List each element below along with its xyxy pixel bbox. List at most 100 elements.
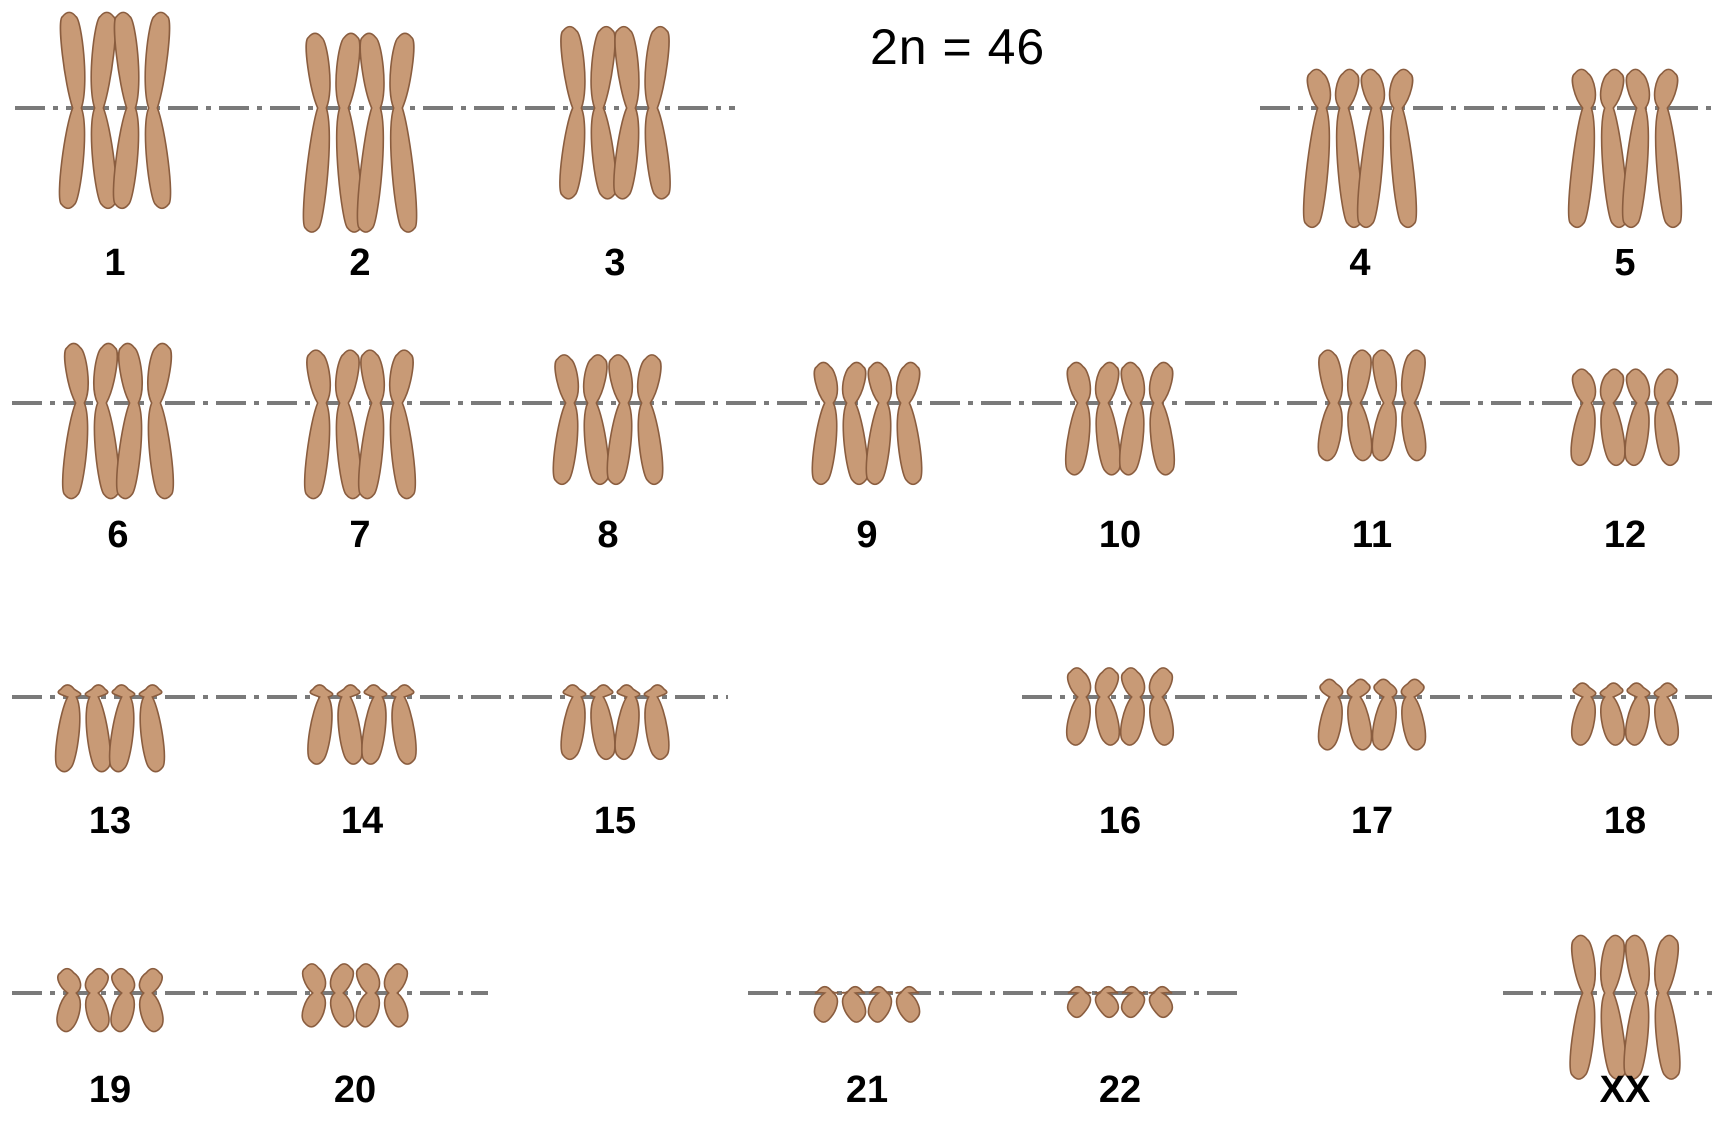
homolog xyxy=(1318,350,1371,460)
chromosome-label: 15 xyxy=(594,800,636,842)
homolog xyxy=(866,362,921,484)
chromatid xyxy=(638,355,663,484)
chromatid xyxy=(615,685,640,759)
chromatid xyxy=(336,350,362,498)
chromatid xyxy=(1655,69,1682,227)
chromosome-pair-5 xyxy=(1569,69,1682,227)
chromatid xyxy=(91,12,116,208)
homolog xyxy=(356,964,407,1027)
chromatid xyxy=(1601,935,1626,1079)
chromatid xyxy=(614,27,639,199)
chromatid xyxy=(868,987,891,1022)
homolog xyxy=(111,969,163,1032)
homolog xyxy=(305,350,362,498)
chromosome-label: 12 xyxy=(1604,514,1646,556)
chromatid xyxy=(390,33,417,232)
chromatid xyxy=(1149,668,1173,745)
chromatid xyxy=(1623,69,1650,227)
chromatid xyxy=(1571,369,1595,465)
chromosome-pair-6 xyxy=(63,343,174,498)
chromosome-label: 21 xyxy=(846,1069,888,1111)
chromosome-pair-4 xyxy=(1304,69,1417,227)
chromatid xyxy=(1304,69,1331,227)
chromatid xyxy=(814,987,837,1022)
chromatid xyxy=(1318,679,1342,750)
chromosome-pair-18 xyxy=(1572,683,1679,745)
chromatid xyxy=(1655,369,1679,465)
chromatid xyxy=(1572,683,1596,745)
chromatid xyxy=(812,362,837,484)
chromatid xyxy=(1624,935,1649,1079)
chromatid xyxy=(94,343,119,498)
chromosome-pair-9 xyxy=(812,362,921,484)
chromatid xyxy=(843,362,868,484)
homolog xyxy=(63,343,120,498)
chromatid xyxy=(111,969,134,1032)
chromatid xyxy=(1150,362,1175,474)
chromatid xyxy=(607,355,632,484)
chromosome-label: 19 xyxy=(89,1069,131,1111)
homolog xyxy=(1067,668,1120,745)
chromatid xyxy=(842,987,865,1022)
chromatid xyxy=(1096,362,1121,474)
chromatid xyxy=(390,350,416,498)
homolog xyxy=(607,355,662,484)
chromatid xyxy=(85,969,108,1032)
homolog xyxy=(1623,69,1682,227)
chromatid xyxy=(560,27,585,199)
chromatid xyxy=(362,685,387,764)
chromatid xyxy=(139,685,164,772)
chromatid xyxy=(85,685,110,772)
chromatid xyxy=(305,350,331,498)
homolog xyxy=(614,27,670,199)
chromatid xyxy=(1372,350,1396,460)
homolog xyxy=(1066,362,1121,474)
chromatid xyxy=(1654,683,1678,745)
homolog xyxy=(117,343,174,498)
chromatid xyxy=(1068,987,1091,1018)
chromatid xyxy=(591,27,616,199)
chromatid xyxy=(1149,987,1172,1018)
homolog xyxy=(1372,350,1425,460)
chromosome-pair-3 xyxy=(560,27,670,199)
chromatid xyxy=(113,12,138,208)
chromosome-label: 20 xyxy=(334,1069,376,1111)
homolog xyxy=(1569,69,1628,227)
chromosome-pair-17 xyxy=(1318,679,1425,750)
chromatid xyxy=(897,362,922,484)
chromatid xyxy=(1601,369,1625,465)
homolog xyxy=(1304,69,1363,227)
chromosome-label: 2 xyxy=(349,242,370,284)
chromatid xyxy=(384,964,407,1027)
chromatid xyxy=(553,355,578,484)
chromatid xyxy=(308,685,333,764)
chromosome-pair-xx xyxy=(1570,935,1680,1079)
chromatid xyxy=(1570,935,1595,1079)
chromatid xyxy=(1390,69,1417,227)
chromosome-label: 1 xyxy=(104,242,125,284)
chromosome-label: 4 xyxy=(1349,242,1370,284)
homolog xyxy=(1570,935,1626,1079)
chromosome-pair-13 xyxy=(56,685,165,772)
chromatid xyxy=(139,969,162,1032)
homolog xyxy=(1120,362,1175,474)
chromosome-pair-1 xyxy=(59,12,170,208)
chromosome-pair-2 xyxy=(303,33,416,232)
chromatid xyxy=(866,362,891,484)
chromatid xyxy=(1067,668,1091,745)
homolog xyxy=(1572,683,1625,745)
chromosome-label: 5 xyxy=(1614,242,1635,284)
chromatid xyxy=(330,964,353,1027)
chromatid xyxy=(356,964,379,1027)
chromatid xyxy=(302,964,325,1027)
chromosome-label: 16 xyxy=(1099,800,1141,842)
chromatid xyxy=(1121,668,1145,745)
chromosome-label: 6 xyxy=(107,514,128,556)
homolog xyxy=(1358,69,1417,227)
chromatid xyxy=(117,343,142,498)
homolog xyxy=(1121,668,1174,745)
chromatid xyxy=(896,987,919,1022)
chromatid xyxy=(1095,668,1119,745)
homolog xyxy=(113,12,170,208)
